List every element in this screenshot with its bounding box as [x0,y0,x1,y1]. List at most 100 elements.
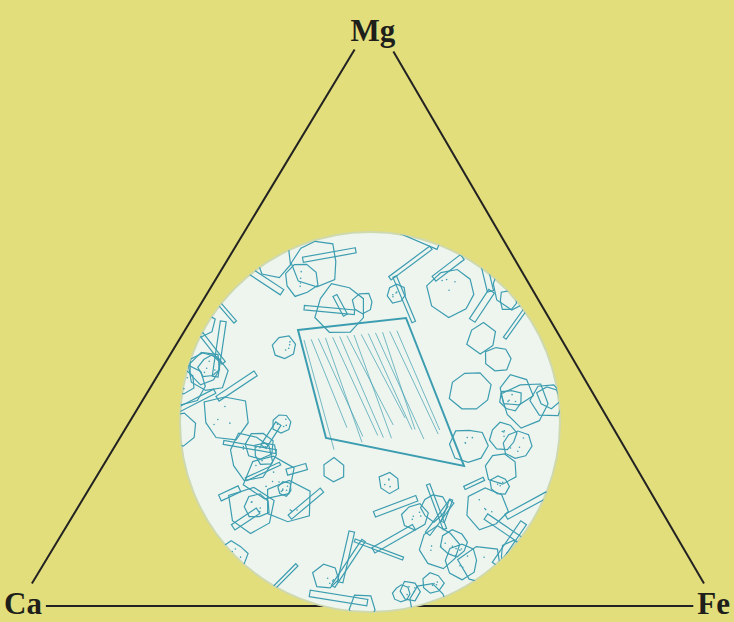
stipple [503,435,505,437]
stipple [289,341,291,343]
stipple [497,483,499,485]
lath [432,255,464,282]
cleavage-line [397,331,440,430]
grain [449,373,491,409]
lath [469,289,494,322]
stipple [178,375,180,377]
stipple [282,488,284,490]
cleavage-line [347,336,393,425]
stipple [208,360,210,362]
lath [354,539,403,560]
grain [273,415,291,433]
stipple [503,430,505,432]
stipple [517,451,519,453]
grain [229,487,274,533]
lath [505,492,549,519]
stipple [217,419,219,421]
stipple [265,486,267,488]
vertex-label: Mg [351,15,396,46]
grain [423,573,444,593]
stipple [287,485,289,487]
stipple [187,377,189,379]
stipple [448,289,450,291]
stipple [206,367,208,369]
micrograph-crystals [166,227,565,622]
stipple [235,548,237,550]
stipple [300,282,302,284]
stipple [436,584,438,586]
stipple [333,579,335,581]
grain [243,456,294,499]
stipple [240,556,242,558]
stipple [467,555,469,557]
stipple [327,577,329,579]
stipple [273,471,275,473]
stipple [454,281,456,283]
vertex-label: Fe [697,588,730,619]
lath [389,246,432,280]
stipple [392,296,394,298]
lath [261,422,281,448]
grain [410,584,448,622]
grain [379,472,398,493]
lath [492,521,526,566]
stipple [232,551,234,553]
stipple [515,401,517,403]
stipple [459,549,461,551]
grain [231,433,273,480]
stipple [419,511,421,513]
stipple [300,271,302,273]
grain [450,430,489,462]
lath [245,462,280,481]
stipple [430,549,432,551]
stipple [251,501,253,503]
grain [190,312,216,337]
cleavage-line [368,334,412,430]
micrograph-disc [180,232,560,612]
stipple [289,344,291,346]
grain [313,564,339,588]
stipple [259,507,261,509]
stipple [444,542,446,544]
grain [427,270,474,318]
stipple [466,437,468,439]
stipple [446,279,448,281]
cleavage-line [375,333,423,439]
stipple [291,510,293,512]
stipple [251,501,253,503]
grain [530,385,565,416]
lath [337,531,354,583]
lath [288,488,324,519]
stipple [472,437,474,439]
stipple [282,490,284,492]
grain [500,375,533,405]
cleavage-line [304,340,334,450]
stipple [285,425,287,427]
stipple [431,545,433,547]
cleavage-line [354,335,391,438]
grain [501,384,548,428]
lath [174,389,216,414]
stipple [523,437,525,439]
lath [503,294,536,339]
stipple [388,478,390,480]
phenocryst [298,318,464,466]
stipple [283,426,285,428]
stipple [490,573,492,575]
grain [503,431,532,458]
vertex-label: Ca [4,588,42,619]
stipple [441,280,443,282]
lath [331,539,365,587]
stipple [288,347,290,349]
grain [501,540,528,571]
stipple [329,583,331,585]
lath [372,525,416,553]
grain [222,541,249,568]
stipple [420,515,422,517]
stipple [214,369,216,371]
stipple [499,482,501,484]
stipple [462,566,464,568]
stipple [384,484,386,486]
stipple [204,372,206,374]
stipple [224,406,226,408]
